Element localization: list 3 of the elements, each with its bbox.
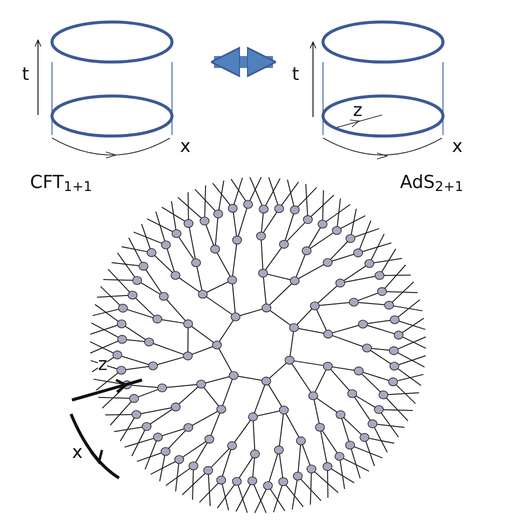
axis-label: AdS$_{2+1}$ <box>400 174 464 192</box>
axis-label: CFT$_{1+1}$ <box>30 174 92 192</box>
double-arrow <box>210 46 277 78</box>
